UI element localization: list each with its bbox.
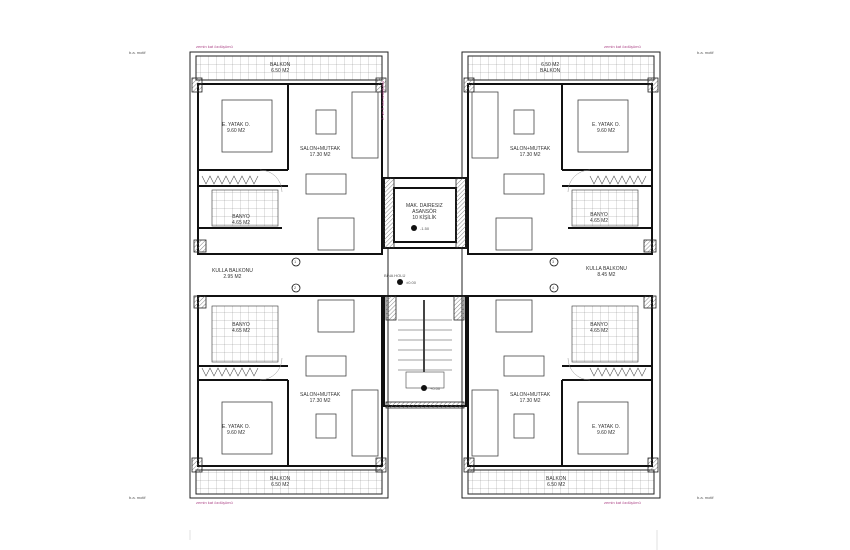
elevator-level: -1.50 — [420, 226, 430, 231]
ground-outline-note-left: zemin kat özdüşümü — [196, 44, 233, 49]
hall-label: BİNA HOLÜ — [384, 273, 406, 278]
section-marker-2: 2 — [294, 285, 297, 290]
bedroom-label-tr: E. YATAK O.9.60 M2 — [592, 122, 620, 134]
bedroom-label-bl: E. YATAK O.9.60 M2 — [222, 424, 250, 436]
upper-floors-note: 2. ve 3. kat özdüşümü — [380, 80, 385, 120]
bedroom-label-br: E. YATAK O.9.60 M2 — [592, 424, 620, 436]
section-marker-3: 3 — [552, 259, 555, 264]
ba-wall-note-br: b.a. motif — [697, 495, 714, 500]
ground-outline-note-bottom-left: zemin kat özdüşümü — [196, 500, 233, 505]
ba-wall-note-tl: b.a. motif — [129, 50, 146, 55]
stair-level: +0.00 — [430, 386, 441, 391]
ground-outline-note-bottom-right: zemin kat özdüşümü — [604, 500, 641, 505]
ba-wall-note-bl: b.a. motif — [129, 495, 146, 500]
section-marker-4: 4 — [552, 285, 555, 290]
ground-outline-note-right: zemin kat özdüşümü — [604, 44, 641, 49]
section-marker-1: 1 — [294, 259, 297, 264]
ba-wall-note-tr: b.a. motif — [697, 50, 714, 55]
hall-level: ±0.00 — [406, 280, 416, 285]
bedroom-label-tl: E. YATAK O.9.60 M2 — [222, 122, 250, 134]
